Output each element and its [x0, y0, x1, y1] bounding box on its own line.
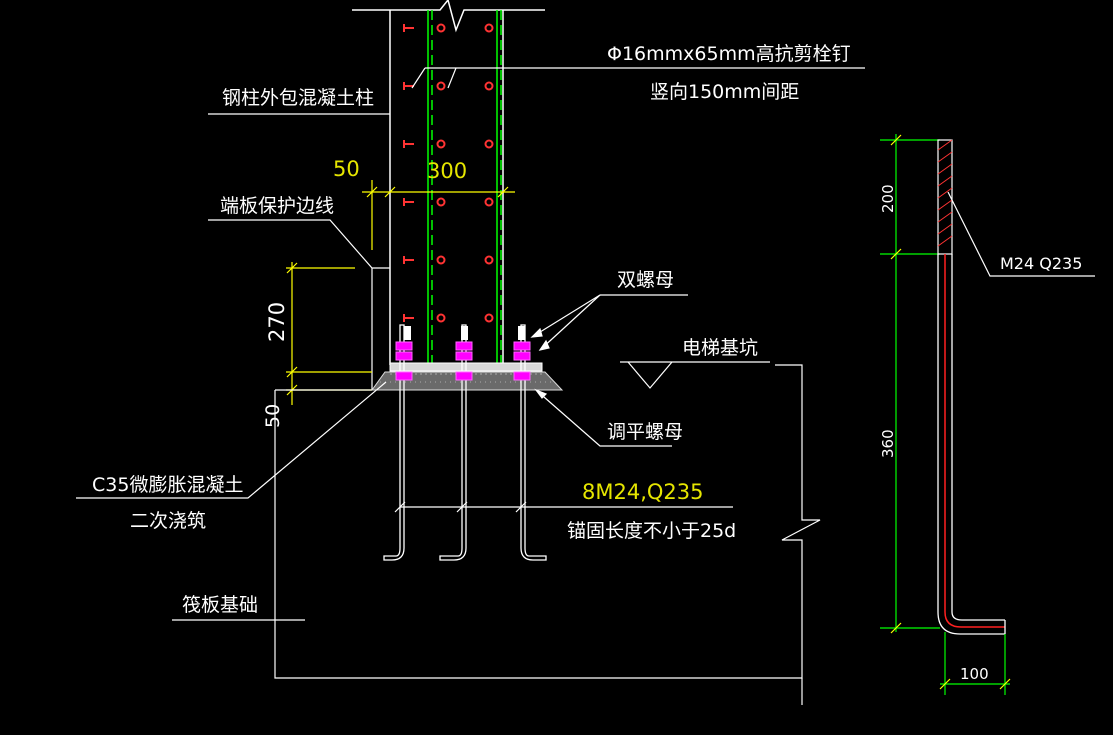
dim-270: 270	[265, 302, 289, 342]
raft-label: 筏板基础	[182, 594, 258, 616]
stud-leader	[411, 67, 865, 89]
leveling-nut-label: 调平螺母	[607, 421, 683, 443]
dim-270-50	[286, 262, 372, 405]
bolt-spec-leader	[394, 501, 733, 513]
end-plate-protection-line	[208, 219, 390, 390]
encased-column	[352, 0, 545, 365]
bolt-detail	[880, 134, 1095, 695]
stud-spec-label: Φ16mmx65mm高抗剪栓钉	[607, 43, 851, 65]
elevator-pit-label: 电梯基坑	[682, 337, 758, 359]
leveling-nut-leader	[534, 388, 672, 447]
dim-300: 300	[427, 159, 467, 183]
dim-200: 200	[879, 184, 897, 213]
dim-50-top: 50	[333, 157, 360, 181]
anchor-bolts	[383, 324, 547, 561]
elevator-pit-symbol	[620, 361, 770, 389]
stud-spacing-label: 竖向150mm间距	[650, 81, 799, 103]
bolt-tops	[404, 326, 525, 340]
encased-column-label: 钢柱外包混凝土柱	[222, 87, 374, 109]
dim-50-300	[362, 180, 515, 250]
grout-label-2: 二次浇筑	[130, 510, 206, 532]
dim-100: 100	[960, 665, 989, 683]
grout-leader	[76, 381, 387, 499]
double-nut-leader	[530, 294, 688, 351]
grout-label-1: C35微膨胀混凝土	[92, 474, 243, 496]
bolt-spec-label: 8M24,Q235	[582, 480, 704, 504]
bolt-detail-spec-label: M24 Q235	[1000, 254, 1082, 273]
raft-foundation	[274, 364, 821, 679]
shear-studs	[403, 23, 494, 323]
dim-50-side: 50	[262, 404, 284, 428]
nuts	[395, 341, 531, 381]
anchor-length-label: 锚固长度不小于25d	[567, 520, 736, 542]
dim-360: 360	[879, 429, 897, 458]
double-nut-label: 双螺母	[617, 269, 674, 291]
end-plate-line-label: 端板保护边线	[220, 195, 334, 217]
